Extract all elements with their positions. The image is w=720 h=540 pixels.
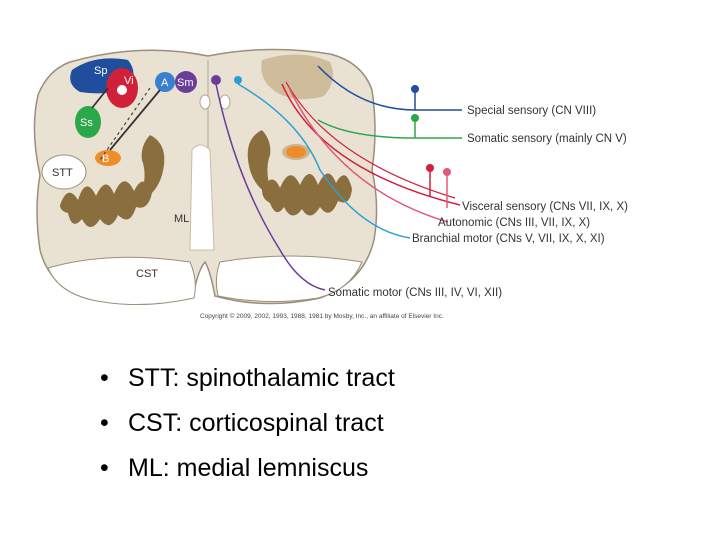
vestibular-nuclear-region [261, 54, 333, 100]
fiber-label-special-sensory: Special sensory (CN VIII) [467, 105, 596, 117]
fiber-label-autonomic: Autonomic (CNs III, VII, IX, X) [438, 217, 590, 229]
bullet-item-stt: • STT: spinothalamic tract [100, 356, 395, 401]
brainstem-cross-section-diagram: Sp Vi Ss A Sm STT B ML CST Special senso… [33, 48, 628, 320]
label-ss: Ss [80, 117, 93, 129]
label-vi: Vi [124, 75, 134, 87]
fiber-visceral-sensory-2 [285, 81, 456, 199]
arrow-2 [91, 87, 109, 109]
region-stt [41, 154, 87, 190]
nucleus-a [155, 72, 175, 92]
cst-region-right [215, 255, 363, 303]
fiber-somatic-sensory [317, 119, 462, 139]
ganglion-special-sensory [411, 85, 419, 93]
nucleus-b [95, 150, 121, 166]
fiber-label-branchial-motor: Branchial motor (CNs V, VII, IX, X, XI) [412, 233, 605, 245]
dashed-arrow-1 [99, 87, 151, 161]
cst-region [47, 256, 196, 306]
label-ml: ML [174, 213, 189, 225]
label-sm: Sm [177, 77, 194, 89]
label-stt: STT [52, 167, 73, 179]
bullet-item-cst: • CST: corticospinal tract [100, 401, 395, 446]
bullet-glyph: • [100, 454, 109, 482]
nucleus-hypoglossal [211, 75, 221, 85]
nucleus-ss [75, 106, 101, 138]
bullet-list: • STT: spinothalamic tract • CST: cortic… [100, 356, 395, 491]
gray-matter-arc-right [247, 130, 272, 195]
fiber-visceral-sensory [281, 83, 461, 206]
label-cst: CST [136, 268, 158, 280]
bullet-text: CST: corticospinal tract [128, 409, 384, 437]
ml-region [189, 144, 215, 251]
nucleus-blue-right [234, 76, 242, 84]
bullet-text: ML: medial lemniscus [128, 454, 369, 482]
fiber-special-sensory [317, 65, 462, 111]
nucleus-vi-inner [117, 85, 127, 95]
nucleus-sm [175, 71, 197, 93]
fiber-label-somatic-motor: Somatic motor (CNs III, IV, VI, XII) [328, 287, 502, 299]
bullet-glyph: • [100, 364, 109, 392]
copyright-notice: Copyright © 2009, 2002, 1993, 1988, 1981… [200, 312, 444, 320]
fiber-autonomic [289, 89, 449, 223]
bullet-text: STT: spinothalamic tract [128, 364, 395, 392]
fiber-somatic-motor [215, 83, 326, 291]
fiber-label-visceral-sensory: Visceral sensory (CNs VII, IX, X) [462, 201, 628, 213]
nucleus-orange-right [286, 146, 306, 158]
ganglion-somatic-sensory [411, 114, 419, 122]
olive-gray-matter-left [60, 181, 152, 227]
ganglion-visceral-sensory [426, 164, 434, 172]
fiber-branchial-motor [237, 83, 411, 239]
arrow-1 [109, 89, 161, 151]
bullet-glyph: • [100, 409, 109, 437]
bullet-item-ml: • ML: medial lemniscus [100, 446, 395, 491]
label-sp: Sp [94, 65, 107, 77]
ganglion-autonomic [443, 168, 451, 176]
gray-matter-arc-left [140, 135, 165, 200]
label-a: A [161, 77, 169, 89]
label-b: B [102, 153, 109, 165]
fiber-label-somatic-sensory: Somatic sensory (mainly CN V) [467, 133, 627, 145]
nucleus-white-1 [199, 94, 211, 110]
